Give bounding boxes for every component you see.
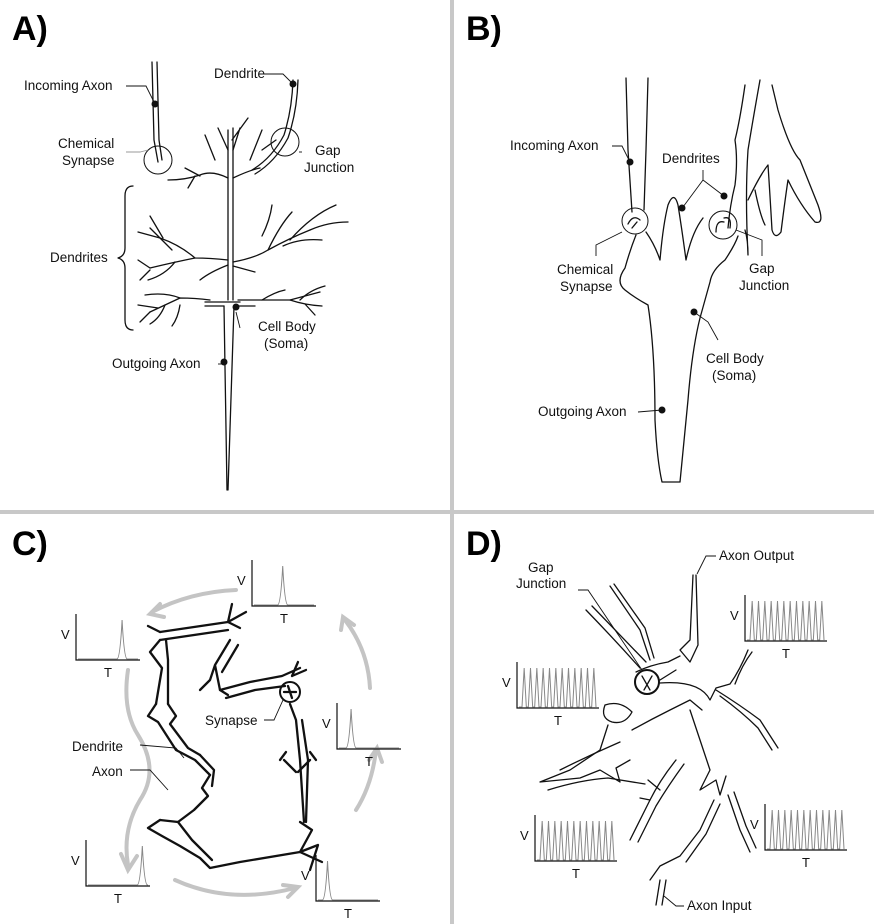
plot-v-label: V <box>301 868 310 883</box>
label-gap-junction-a-1: Gap <box>315 143 341 158</box>
plot-v-label: V <box>750 817 759 832</box>
plot-t-label: T <box>280 611 288 626</box>
label-chemical-synapse-b-1: Chemical <box>557 262 613 277</box>
spike-trace <box>747 601 824 640</box>
label-synapse-c: Synapse <box>205 713 258 728</box>
plot-axes <box>86 840 150 886</box>
label-axon-c: Axon <box>92 764 123 779</box>
label-incoming-axon-a: Incoming Axon <box>24 78 113 93</box>
plot-t-label: T <box>114 891 122 906</box>
label-cell-body-b-1: Cell Body <box>706 351 764 366</box>
label-dendrite-c: Dendrite <box>72 739 123 754</box>
panel-b: B) Incoming Axon Dendrites Chemical Syna… <box>466 10 821 482</box>
label-chemical-synapse-a-1: Chemical <box>58 136 114 151</box>
plot-t-label: T <box>572 866 580 881</box>
panel-c: C) <box>12 525 401 921</box>
plot-axes <box>76 614 140 660</box>
spike-trace <box>254 566 314 605</box>
panel-b-letter: B) <box>466 10 502 48</box>
plot-v-label: V <box>322 716 331 731</box>
neuron-chain <box>148 604 322 870</box>
plot-single-spike-top: VT <box>237 560 316 626</box>
gap-junction-circle <box>635 670 659 694</box>
spike-trace <box>318 861 378 900</box>
plot-v-label: V <box>502 675 511 690</box>
label-axon-output-d: Axon Output <box>719 548 794 563</box>
plot-spike-train-bottom-left: VT <box>520 815 617 881</box>
label-cell-body-a-1: Cell Body <box>258 319 316 334</box>
label-outgoing-axon-b: Outgoing Axon <box>538 404 627 419</box>
spike-trace <box>88 846 148 885</box>
label-axon-input-d: Axon Input <box>687 898 752 913</box>
spike-trace <box>767 810 844 849</box>
plot-t-label: T <box>365 754 373 769</box>
plot-spike-train-bottom-right: VT <box>750 804 847 870</box>
panel-c-letter: C) <box>12 525 48 563</box>
plot-t-label: T <box>802 855 810 870</box>
panel-a-letter: A) <box>12 10 48 48</box>
label-outgoing-axon-a: Outgoing Axon <box>112 356 201 371</box>
plot-single-spike-bottom-left: VT <box>71 840 150 906</box>
plot-v-label: V <box>520 828 529 843</box>
plot-spike-train-left: VT <box>502 662 599 728</box>
panel-d: D) Gap Junction Axon <box>466 525 847 913</box>
plot-single-spike-right: VT <box>322 703 401 769</box>
plot-spike-train-top-right: VT <box>730 595 827 661</box>
label-gap-junction-d-1: Gap <box>528 560 554 575</box>
label-gap-junction-b-2: Junction <box>739 278 789 293</box>
plot-v-label: V <box>237 573 246 588</box>
spike-trace <box>519 668 596 707</box>
plot-t-label: T <box>344 906 352 921</box>
plot-t-label: T <box>782 646 790 661</box>
label-cell-body-b-2: (Soma) <box>712 368 756 383</box>
plot-v-label: V <box>71 853 80 868</box>
label-chemical-synapse-a-2: Synapse <box>62 153 115 168</box>
plot-single-spike-bottom-right: VT <box>301 855 380 921</box>
plot-axes <box>316 855 380 901</box>
plot-v-label: V <box>730 608 739 623</box>
label-cell-body-a-2: (Soma) <box>264 336 308 351</box>
label-dendrite-a: Dendrite <box>214 66 265 81</box>
panel-a: A) <box>12 10 354 490</box>
label-dendrites-a: Dendrites <box>50 250 108 265</box>
label-chemical-synapse-b-2: Synapse <box>560 279 613 294</box>
spike-trace <box>78 620 138 659</box>
spike-trace <box>339 709 399 748</box>
plot-t-label: T <box>554 713 562 728</box>
plot-t-label: T <box>104 665 112 680</box>
label-gap-junction-d-2: Junction <box>516 576 566 591</box>
panel-d-letter: D) <box>466 525 502 563</box>
plot-v-label: V <box>61 627 70 642</box>
label-dendrites-b: Dendrites <box>662 151 720 166</box>
spike-trace <box>537 821 614 860</box>
label-incoming-axon-b: Incoming Axon <box>510 138 599 153</box>
label-gap-junction-a-2: Junction <box>304 160 354 175</box>
label-gap-junction-b-1: Gap <box>749 261 775 276</box>
plot-axes <box>337 703 401 749</box>
